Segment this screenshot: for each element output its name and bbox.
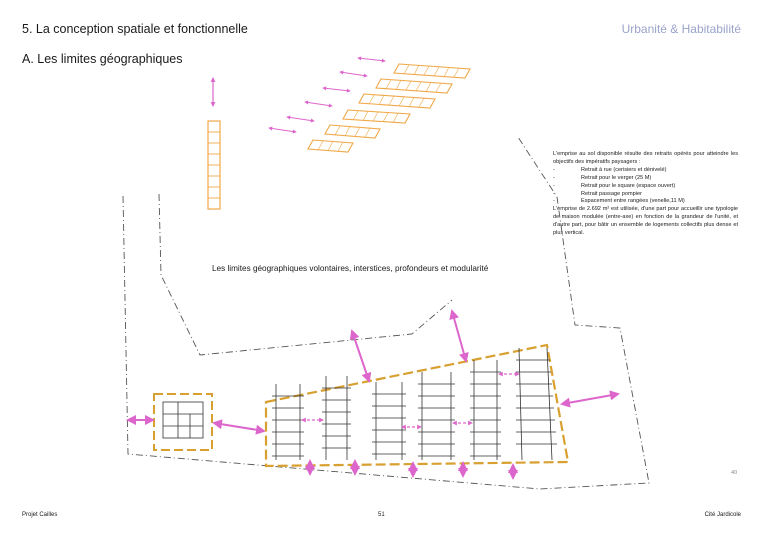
conclusion-paragraph: L'emprise de 2.692 m² est utilisée, d'un… — [553, 206, 738, 237]
module-arrows — [268, 56, 386, 134]
page-index: 40 — [731, 470, 738, 476]
row-spacing-arrows — [301, 371, 520, 430]
housing-rows — [272, 347, 557, 461]
main-footprint — [264, 309, 620, 480]
intro-paragraph: L'emprise au sol disponible résulte des … — [553, 151, 738, 165]
diagram-caption: Les limites géographiques volontaires, i… — [212, 264, 489, 273]
list-item: Retrait à rue (cerisiers et dénivelé) — [553, 167, 738, 175]
brand-title: Urbanité & Habitabilité — [621, 22, 741, 36]
square-block — [126, 393, 266, 451]
section-title: 5. La conception spatiale et fonctionnel… — [22, 22, 248, 36]
footer-project-name: Projet Cailles — [22, 512, 58, 518]
module-strip-divisions — [317, 64, 460, 152]
list-item: Retrait passage pompier — [553, 191, 738, 199]
list-item: Retrait pour le verger (25 M) — [553, 175, 738, 183]
setback-arrows — [349, 309, 620, 408]
list-item: Espacement entre rangées (venelle,11 M) — [553, 198, 738, 206]
footer-page-number: 51 — [378, 512, 385, 518]
module-legend — [207, 56, 471, 210]
footer-site-name: Cité Jardicole — [704, 512, 741, 518]
subsection-title: A. Les limites géographiques — [22, 52, 183, 66]
description-text: L'emprise au sol disponible résulte des … — [553, 151, 738, 238]
parcel-boundary — [122, 136, 650, 490]
list-item: Retrait pour le square (espace ouvert) — [553, 183, 738, 191]
module-strips — [307, 63, 471, 153]
setback-list: Retrait à rue (cerisiers et dénivelé) Re… — [553, 167, 738, 207]
bottom-arrows — [305, 459, 518, 480]
